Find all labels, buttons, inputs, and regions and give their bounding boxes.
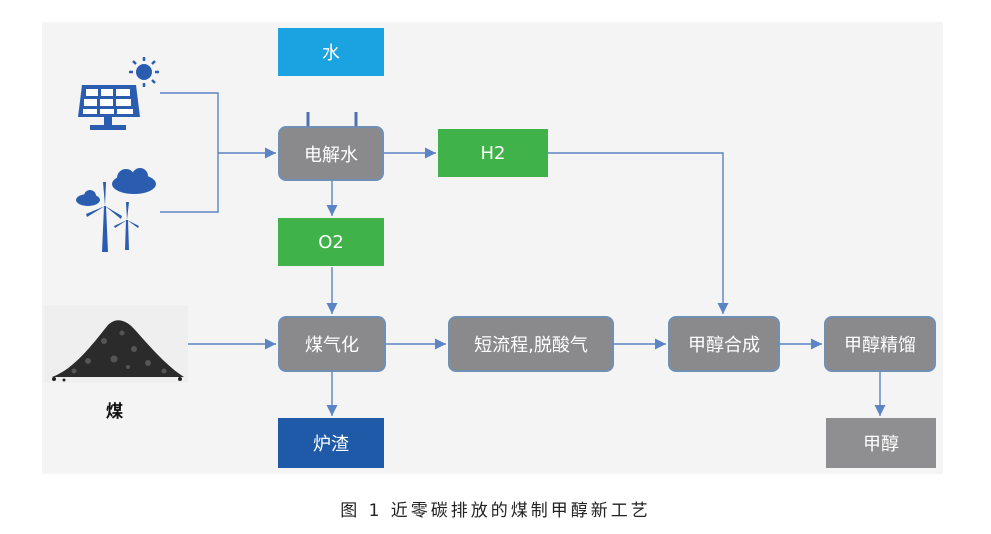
- solar-panel-icon: [78, 57, 159, 130]
- figure-caption: 图 1 近零碳排放的煤制甲醇新工艺: [340, 501, 651, 521]
- gasification-node: 煤气化: [278, 316, 386, 372]
- coal-pile-icon: [44, 305, 188, 383]
- diagram-background: [42, 22, 943, 474]
- slag-node: 炉渣: [278, 418, 384, 468]
- electrolysis-node: 电解水: [278, 126, 384, 181]
- methanol-synthesis-node: 甲醇合成: [668, 316, 780, 372]
- renewable-feed-line: [160, 92, 219, 213]
- o2-node: O2: [278, 218, 384, 266]
- h2-node: H2: [438, 129, 548, 177]
- coal-label: 煤: [106, 402, 123, 422]
- methanol-node: 甲醇: [826, 418, 936, 468]
- methanol-distillation-node: 甲醇精馏: [824, 316, 936, 372]
- wind-turbine-icon: [76, 168, 156, 252]
- arrow-h2-to-synthesis: [548, 152, 729, 314]
- water-node: 水: [278, 28, 384, 76]
- short-process-node: 短流程,脱酸气: [448, 316, 614, 372]
